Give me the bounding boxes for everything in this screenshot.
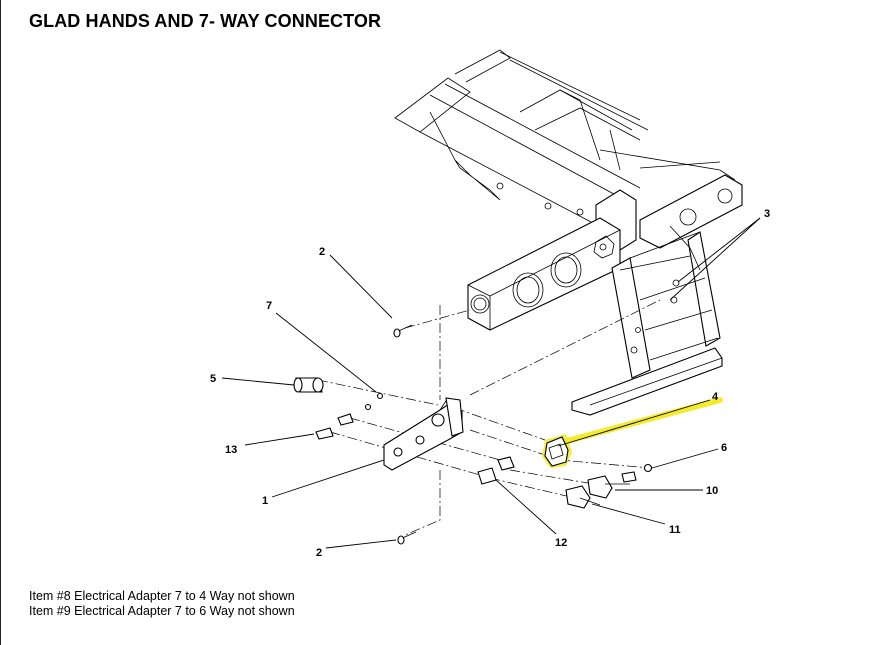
callout-11: 11 xyxy=(669,524,681,536)
callout-1: 1 xyxy=(262,495,268,507)
trailer-frame-drawing xyxy=(394,49,743,416)
callout-10: 10 xyxy=(706,485,718,497)
callout-3: 3 xyxy=(764,208,770,220)
callout-2-upper: 2 xyxy=(319,246,325,258)
page-title: GLAD HANDS AND 7- WAY CONNECTOR xyxy=(29,11,382,31)
callout-labels: 2 7 5 13 1 2 3 4 6 10 11 12 xyxy=(210,208,770,559)
callout-6: 6 xyxy=(721,442,727,454)
assembly-centerlines xyxy=(317,299,661,536)
callout-12: 12 xyxy=(555,537,567,549)
item-4-highlight xyxy=(542,397,723,468)
callout-7: 7 xyxy=(266,300,272,312)
footnote-item-9: Item #9 Electrical Adapter 7 to 6 Way no… xyxy=(29,604,295,618)
callout-5: 5 xyxy=(210,373,216,385)
footnotes: Item #8 Electrical Adapter 7 to 4 Way no… xyxy=(29,589,295,619)
callout-2-lower: 2 xyxy=(316,547,322,559)
callout-13: 13 xyxy=(225,444,237,456)
footnote-item-8: Item #8 Electrical Adapter 7 to 4 Way no… xyxy=(29,589,295,603)
leader-lines xyxy=(221,217,761,549)
callout-4: 4 xyxy=(712,391,719,403)
